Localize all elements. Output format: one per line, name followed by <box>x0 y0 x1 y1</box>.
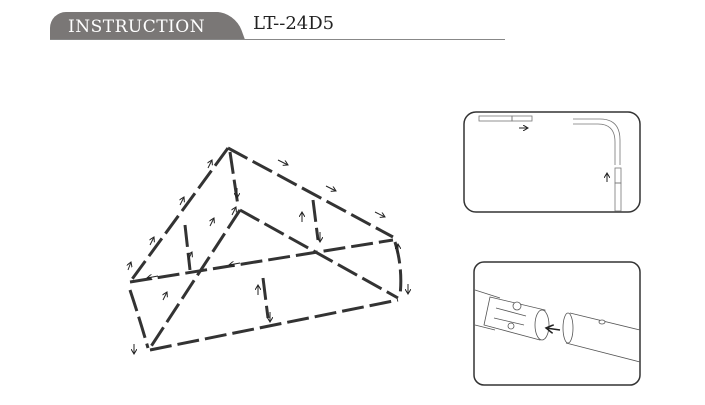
inset-corner-connection <box>463 111 641 213</box>
instruction-tab: INSTRUCTION <box>50 12 230 40</box>
tent-frame <box>128 146 403 352</box>
inset-pole-connection <box>473 261 641 386</box>
model-number: LT--24D5 <box>253 13 335 34</box>
instruction-title: INSTRUCTION <box>68 17 206 37</box>
assembly-arrows <box>128 160 408 354</box>
header-divider <box>50 39 505 40</box>
